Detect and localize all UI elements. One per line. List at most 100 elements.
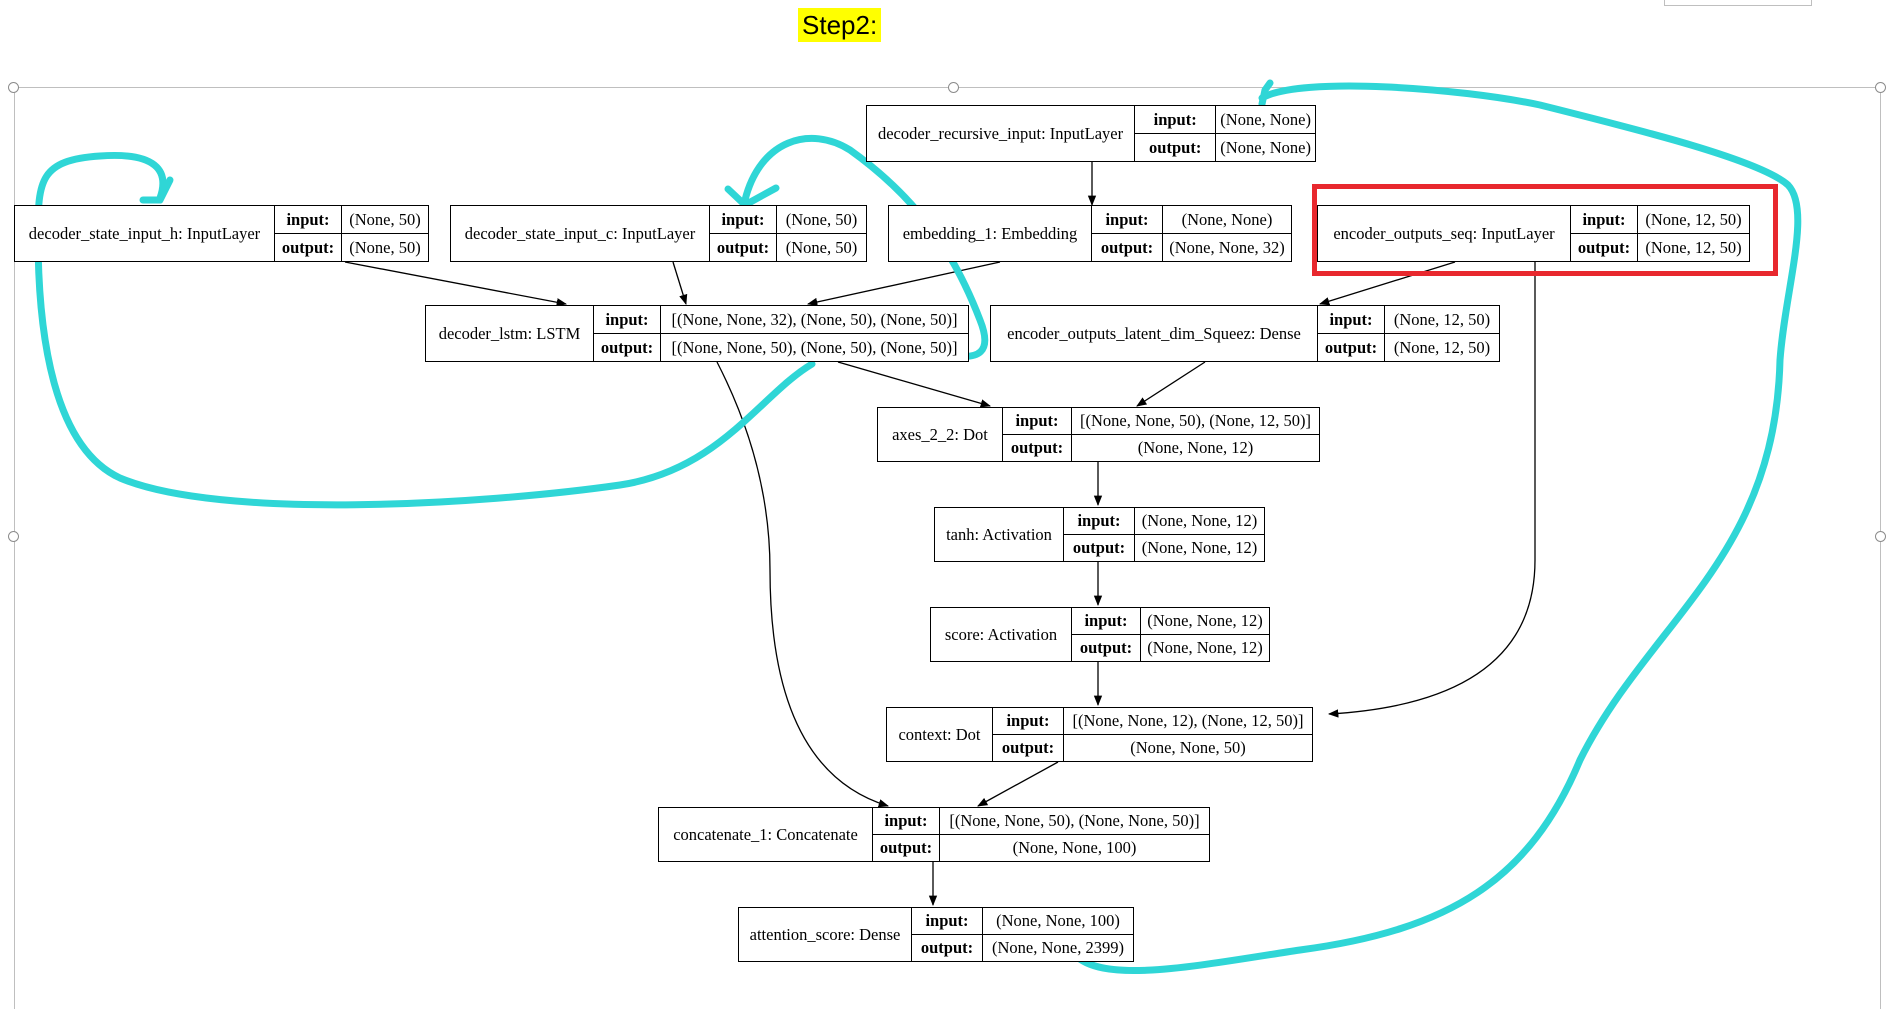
input-label: input: [1064,508,1134,535]
output-label: output: [1100,237,1154,257]
annotation-loop-output-to-recursive [1071,82,1802,975]
io-label-column: input: output: [594,306,661,361]
layer-name: attention_score: Dense [739,908,912,961]
input-shape: [(None, None, 50), (None, 12, 50)] [1072,408,1319,435]
annotation-arrowhead-recursive [1258,79,1274,108]
output-shape: (None, None, 2399) [992,938,1124,957]
input-shape: [(None, None, 50), (None, None, 50)] [940,808,1209,835]
resize-handle-top-center[interactable] [948,82,959,93]
io-label-column: input:output: [1092,206,1163,261]
io-label-column: input:output: [1318,306,1385,361]
input-label: input: [1003,408,1071,435]
output-shape: (None, None, 12) [1141,538,1258,557]
output-shape: (None, 50) [349,237,421,257]
output-label: output: [281,237,335,257]
shape-column: (None, 50)(None, 50) [342,206,428,261]
shape-column: (None, None, 100) (None, None, 2399) [983,908,1133,961]
resize-handle-middle-right[interactable] [1875,531,1886,542]
edge-context-to-concatenate [977,761,1059,807]
layer-name: axes_2_2: Dot [878,408,1003,461]
io-label-column: input:output: [710,206,777,261]
io-label-column: input:output: [873,808,940,861]
shape-column: (None, 50) (None, 50) [777,206,866,261]
output-shape: (None, 50) [785,237,858,257]
annotation-arrowhead-state-c [724,184,780,209]
output-shape: (None, None, 32) [1169,237,1285,257]
output-label: output: [879,838,933,857]
input-shape: (None, None) [1163,206,1291,234]
selection-frame-right [1880,87,1881,1009]
highlight-rectangle-encoder-outputs [1312,184,1778,276]
layer-name: score: Activation [931,608,1072,661]
shape-column: (None, 12, 50) (None, 12, 50) [1638,206,1749,261]
edge-lstm-to-axes [837,361,991,408]
input-shape: (None, 12, 50) [1638,206,1749,234]
shape-column: [(None, None, 12), (None, 12, 50)](None,… [1064,708,1312,761]
output-label: output: [1072,538,1126,557]
input-label: input: [594,306,660,334]
edge-encoder-seq-to-squeeze [1319,261,1456,306]
input-shape: (None, None) [1216,106,1315,134]
output-shape: (None, None) [1220,137,1311,157]
layer-name: encoder_outputs_seq: InputLayer [1318,206,1571,261]
layer-name: decoder_recursive_input: InputLayer [867,106,1136,161]
annotation-arrowhead-state-h [139,176,174,204]
input-label: input: [1072,608,1140,635]
layer-name: concatenate_1: Concatenate [659,808,873,861]
edge-state-h-to-lstm [344,261,568,307]
output-shape: [(None, None, 50), (None, 50), (None, 50… [671,337,958,357]
layer-name: decoder_lstm: LSTM [426,306,594,361]
input-label: input: [1318,306,1384,334]
step-label: Step2: [798,8,882,42]
input-label: input: [275,206,341,234]
edge-squeeze-to-axes [1136,361,1206,407]
shape-column: (None, 12, 50)(None, 12, 50) [1385,306,1499,361]
input-shape: (None, None, 100) [983,908,1133,935]
input-shape: [(None, None, 12), (None, 12, 50)] [1064,708,1312,735]
selection-frame-top [14,87,1881,88]
edge-lstm-to-concatenate [716,361,889,808]
edge-state-c-to-lstm [672,261,688,305]
output-label: output: [920,938,974,957]
output-label: output: [1149,137,1202,157]
io-label-column: input: output: [1003,408,1072,461]
layer-node-encoder-outputs-latent-dim-Squeez[interactable]: encoder_outputs_latent_dim_Squeez: Dense… [990,305,1500,362]
input-label: input: [1571,206,1637,234]
layer-name: decoder_state_input_h: InputLayer [15,206,275,261]
output-label: output: [1010,438,1064,457]
output-label: output: [1001,738,1055,757]
output-shape: (None, 12, 50) [1645,237,1742,257]
io-label-column: input: output: [993,708,1064,761]
output-shape: (None, None, 12) [1137,438,1254,457]
resize-handle-middle-left[interactable] [8,531,19,542]
input-shape: (None, 50) [777,206,866,234]
io-label-column: input:output: [912,908,983,961]
shape-column: [(None, None, 50), (None, None, 50)](Non… [940,808,1209,861]
input-label: input: [993,708,1063,735]
annotation-loop-to-state-h [34,151,816,509]
io-label-column: input: output: [275,206,342,261]
edge-embedding-to-lstm [806,261,1001,307]
shape-column: (None, None, 12)(None, None, 12) [1141,608,1269,661]
resize-handle-top-left[interactable] [8,82,19,93]
resize-handle-top-right[interactable] [1875,82,1886,93]
output-label: output: [600,337,654,357]
selection-frame-left [14,87,15,1009]
io-label-column: input:output: [1072,608,1141,661]
edge-group [344,162,1536,907]
shape-column: [(None, None, 50), (None, 12, 50)] (None,… [1072,408,1319,461]
output-shape: (None, 12, 50) [1393,337,1491,357]
